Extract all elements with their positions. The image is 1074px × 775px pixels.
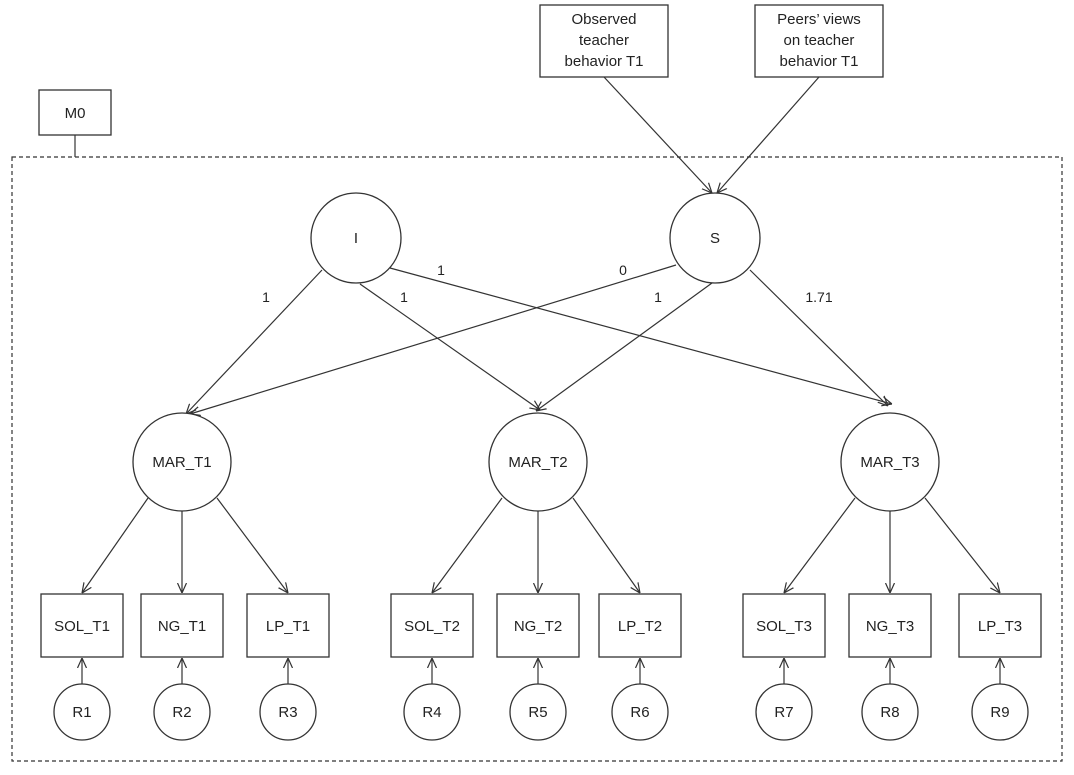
intercept-factor: I [310, 192, 402, 284]
predictor-peers-line-1: Peers’ views [777, 11, 861, 28]
arrow-mar-t3-to-sol-t3 [784, 497, 856, 593]
slope-factor-label: S [710, 230, 720, 247]
arrow-intercept-to-mar-t2 [359, 283, 540, 410]
loading-intercept-t2: 1 [400, 289, 408, 305]
loading-intercept-t1: 1 [262, 289, 270, 305]
loading-slope-t3: 1.71 [805, 289, 832, 305]
loading-slope-t1: 0 [619, 262, 627, 278]
arrow-mar-t1-to-sol-t1 [82, 497, 149, 593]
arrow-slope-to-mar-t2 [536, 282, 713, 411]
residual-r5-label: R5 [528, 704, 547, 721]
indicator-ng-t2-label: NG_T2 [514, 618, 562, 635]
arrow-slope-to-mar-t3 [749, 269, 888, 406]
residual-r6-label: R6 [630, 704, 649, 721]
indicator-lp-t1-label: LP_T1 [266, 618, 310, 635]
arrow-mar-t2-to-sol-t2 [432, 497, 503, 593]
predictor-observed-box: Observed teacher behavior T1 [539, 4, 669, 78]
indicator-ng-t1-label: NG_T1 [158, 618, 206, 635]
arrow-mar-t3-to-lp-t3 [924, 497, 1000, 593]
loading-intercept-t3: 1 [437, 262, 445, 278]
residual-r3 [259, 683, 317, 741]
indicator-sol-t1 [40, 593, 124, 658]
indicator-lp-t1 [246, 593, 330, 658]
predictor-peers-box: Peers’ views on teacher behavior T1 [754, 4, 884, 78]
predictor-peers-line-3: behavior T1 [780, 53, 859, 70]
residual-r2-label: R2 [172, 704, 191, 721]
arrow-observed-to-slope [603, 76, 712, 193]
residual-r4-label: R4 [422, 704, 441, 721]
indicator-ng-t3 [848, 593, 932, 658]
indicator-sol-t2 [390, 593, 474, 658]
indicator-lp-t3-label: LP_T3 [978, 618, 1022, 635]
latent-mar-t2-label: MAR_T2 [508, 454, 567, 471]
arrow-intercept-to-mar-t3 [389, 267, 892, 404]
latent-mar-t3: MAR_T3 [840, 412, 940, 512]
model-frame [11, 156, 1063, 762]
arrow-peers-to-slope [717, 76, 820, 193]
latent-mar-t2: MAR_T2 [488, 412, 588, 512]
model-label: M0 [65, 105, 86, 122]
predictor-observed-line-1: Observed [571, 11, 636, 28]
residual-r3-label: R3 [278, 704, 297, 721]
indicator-lp-t2-label: LP_T2 [618, 618, 662, 635]
indicator-lp-t3 [958, 593, 1042, 658]
predictor-observed-line-3: behavior T1 [565, 53, 644, 70]
residual-r7 [755, 683, 813, 741]
latent-mar-t1: MAR_T1 [132, 412, 232, 512]
model-label-box: M0 [38, 89, 112, 136]
residual-r9 [971, 683, 1029, 741]
residual-r1-label: R1 [72, 704, 91, 721]
indicator-sol-t2-label: SOL_T2 [404, 618, 460, 635]
predictor-observed-line-2: teacher [579, 32, 629, 49]
predictor-peers-line-2: on teacher [784, 32, 855, 49]
residual-r7-label: R7 [774, 704, 793, 721]
residual-r9-label: R9 [990, 704, 1009, 721]
arrow-intercept-to-mar-t1 [186, 269, 323, 414]
indicator-sol-t1-label: SOL_T1 [54, 618, 110, 635]
latent-mar-t3-label: MAR_T3 [860, 454, 919, 471]
loading-slope-t2: 1 [654, 289, 662, 305]
indicator-sol-t3-label: SOL_T3 [756, 618, 812, 635]
indicator-ng-t2 [496, 593, 580, 658]
intercept-factor-label: I [354, 230, 358, 247]
indicator-lp-t2 [598, 593, 682, 658]
slope-factor: S [669, 192, 761, 284]
arrow-slope-to-mar-t1 [190, 264, 677, 414]
arrow-mar-t1-to-lp-t1 [216, 497, 288, 593]
indicator-sol-t3 [742, 593, 826, 658]
indicator-ng-t3-label: NG_T3 [866, 618, 914, 635]
latent-mar-t1-label: MAR_T1 [152, 454, 211, 471]
indicator-ng-t1 [140, 593, 224, 658]
measurement-arrows [82, 497, 1000, 593]
residual-r6 [611, 683, 669, 741]
residual-r8-label: R8 [880, 704, 899, 721]
residual-r8 [861, 683, 919, 741]
residual-r2 [153, 683, 211, 741]
arrow-mar-t2-to-lp-t2 [572, 497, 640, 593]
residual-r1 [53, 683, 111, 741]
residual-r4 [403, 683, 461, 741]
residual-r5 [509, 683, 567, 741]
